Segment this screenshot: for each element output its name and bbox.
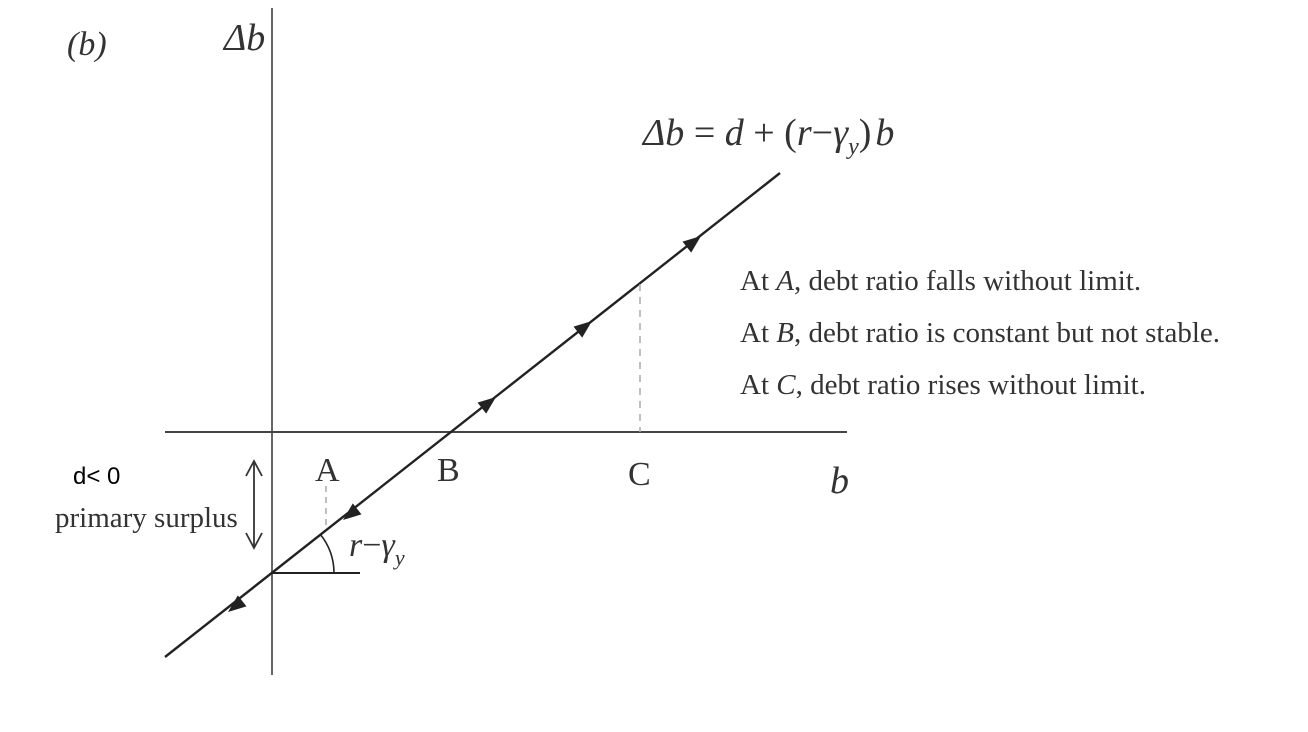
surplus-double-arrow <box>245 459 263 550</box>
point-label-c: C <box>628 456 651 493</box>
equation-minus: − <box>812 112 833 154</box>
equation-b: b <box>875 112 894 154</box>
equation-r: r <box>797 112 812 154</box>
slope-angle-arc <box>319 533 335 574</box>
notes-block: At A, debt ratio falls without limit. At… <box>740 265 1220 401</box>
arrow-up-right-1 <box>477 397 496 414</box>
note-b: At B, debt ratio is constant but not sta… <box>740 317 1220 349</box>
panel-label: (b) <box>67 26 107 63</box>
equation-close: ) <box>859 112 872 154</box>
direction-arrows <box>228 236 701 612</box>
equation-lhs: Δb <box>641 112 684 154</box>
point-label-b: B <box>437 452 460 489</box>
x-axis-label: b <box>830 460 849 502</box>
equation-label: Δb = d + (r−γy)b <box>641 112 894 160</box>
slope-label: r−γy <box>349 527 405 570</box>
intercept-label: d< 0 <box>73 463 120 490</box>
arrow-down-left-2 <box>228 595 247 612</box>
note-a: At A, debt ratio falls without limit. <box>740 265 1141 297</box>
equation-subscript: y <box>846 134 859 160</box>
arrow-down-left-1 <box>343 503 362 520</box>
debt-dynamics-line <box>164 172 781 658</box>
equation-d: d <box>725 112 745 154</box>
surplus-label: primary surplus <box>55 502 238 534</box>
arrow-up-right-2 <box>573 321 592 338</box>
equation-plus: + ( <box>744 112 797 154</box>
point-label-a: A <box>315 452 340 489</box>
equation-gamma: γ <box>833 112 849 154</box>
equation-eq: = <box>684 112 724 154</box>
note-c: At C, debt ratio rises without limit. <box>740 369 1146 401</box>
arrow-up-right-3 <box>682 236 701 253</box>
y-axis-label: Δb <box>222 17 265 59</box>
